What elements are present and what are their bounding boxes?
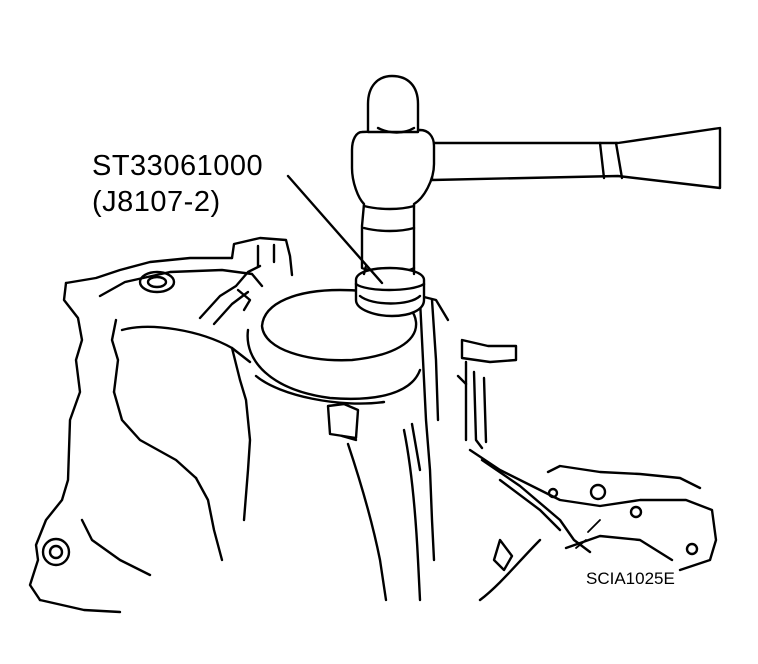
hammer (350, 74, 722, 273)
drift-tool (354, 264, 426, 318)
figure-code-label: SCIA1025E (586, 569, 675, 588)
kent-moore-number-label: (J8107-2) (92, 186, 221, 218)
transmission-case (28, 236, 718, 614)
tool-number-label: ST33061000 (92, 150, 264, 182)
callout-leader-line (286, 174, 384, 285)
